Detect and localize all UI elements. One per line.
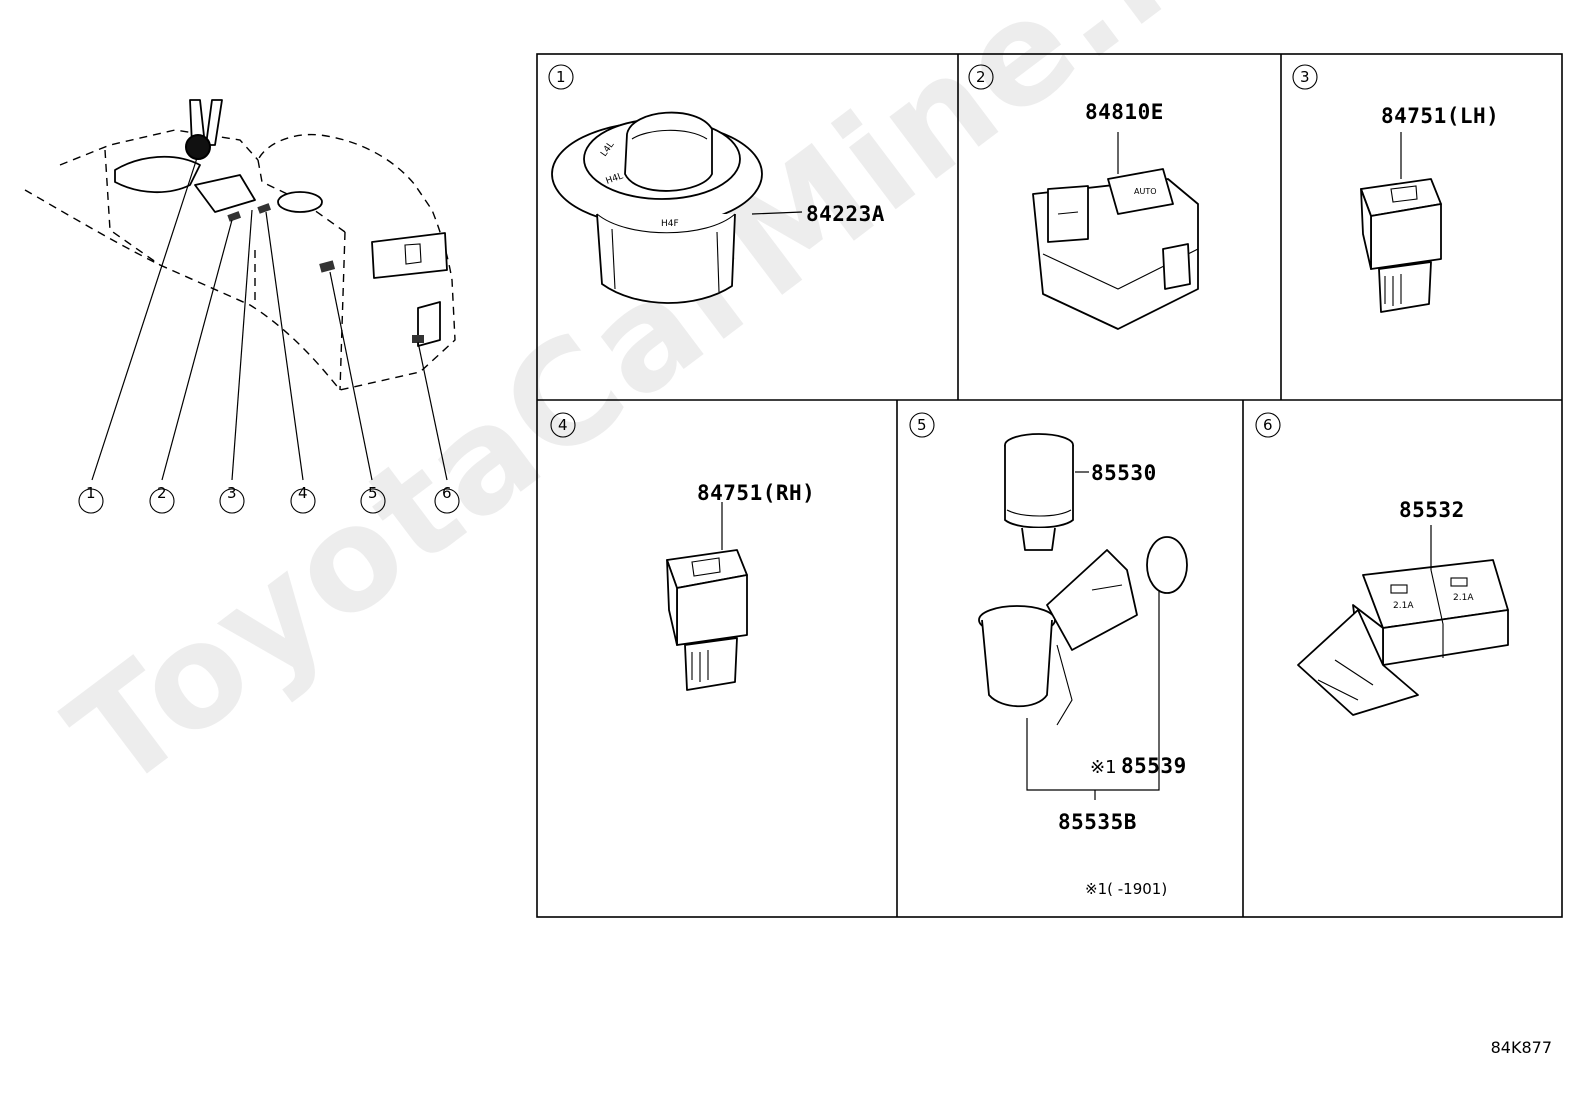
knob-label-h4f: H4F [661, 219, 679, 229]
callout-3 [219, 488, 245, 514]
cell-6-number: 6 [1263, 416, 1273, 434]
callout-label-3: 3 [227, 484, 237, 502]
callout-label-5: 5 [368, 484, 378, 502]
part-number-84223A: 84223A [806, 202, 885, 226]
cell-4-number: 4 [558, 416, 568, 434]
part-number-85532: 85532 [1399, 498, 1465, 522]
usb-rating-left: 2.1A [1393, 601, 1414, 611]
diagram-id: 84K877 [1490, 1038, 1552, 1057]
switch-auto-label: AUTO [1134, 187, 1157, 196]
callout-6 [434, 488, 460, 514]
cell-2-number: 2 [976, 68, 986, 86]
callout-5 [360, 488, 386, 514]
callout-label-4: 4 [298, 484, 308, 502]
mark-note-1: ※1 [1090, 757, 1117, 778]
part-number-84810E: 84810E [1085, 100, 1164, 124]
part-number-84751-lh: 84751(LH) [1381, 104, 1500, 128]
callout-label-6: 6 [442, 484, 452, 502]
footnote-1: ※1( -1901) [1085, 880, 1168, 898]
cell-5-number: 5 [917, 416, 927, 434]
cell-6-drawing: 2.1A 2.1A [1297, 525, 1509, 716]
cell-3-number: 3 [1300, 68, 1310, 86]
callout-4 [290, 488, 316, 514]
part-number-84751-rh: 84751(RH) [697, 481, 816, 505]
overview-callouts [78, 488, 460, 514]
overview-drawing [24, 99, 456, 481]
cell-1-number: 1 [556, 68, 566, 86]
cell-5-drawing [978, 433, 1188, 800]
cell-3-drawing [1360, 132, 1442, 313]
usb-rating-right: 2.1A [1453, 593, 1474, 603]
cell-2-drawing: AUTO [1032, 132, 1199, 330]
callout-label-2: 2 [157, 484, 167, 502]
callout-2 [149, 488, 175, 514]
callout-label-1: 1 [86, 484, 96, 502]
cell-4-drawing [666, 502, 748, 691]
callout-1 [78, 488, 104, 514]
cell-1-drawing: L4L H4L H4F [551, 111, 803, 304]
part-number-85539: 85539 [1121, 754, 1187, 778]
part-number-85535B: 85535B [1058, 810, 1137, 834]
part-number-85530: 85530 [1091, 461, 1157, 485]
